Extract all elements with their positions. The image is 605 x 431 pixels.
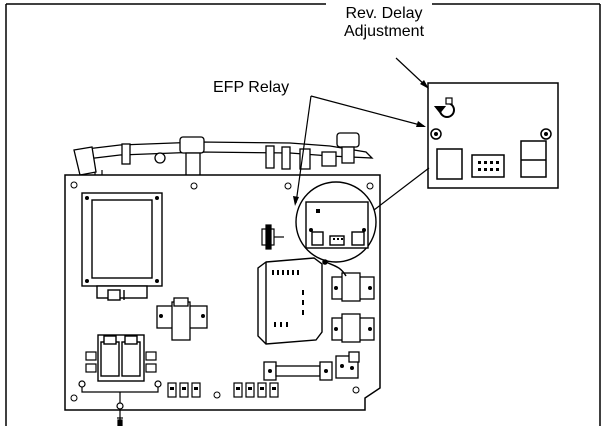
wire-lead <box>322 259 347 277</box>
mounting-screw-centers <box>434 132 548 136</box>
transformer-screws <box>85 196 159 283</box>
bottom-left-fuses <box>78 380 162 419</box>
capacitor-screws <box>159 314 205 318</box>
rev-delay-adjustment-label: Rev. Delay Adjustment <box>319 5 449 41</box>
transformer <box>81 192 163 301</box>
center-connector <box>261 224 284 250</box>
terminal-screws <box>334 286 372 331</box>
rev-delay-line2: Adjustment <box>343 23 425 40</box>
fuse-holder-screws <box>268 364 354 373</box>
rotation-arrow-icon <box>433 97 455 118</box>
efp-relay-label: EFP Relay <box>213 79 290 96</box>
ground-probe <box>117 418 123 427</box>
contactor-module <box>257 257 323 345</box>
efp-relay-details <box>309 209 366 240</box>
terminal-blocks-right <box>331 272 375 343</box>
plate-mounting-holes <box>70 181 374 402</box>
callout-leaders <box>295 57 430 211</box>
outer-border <box>5 3 601 426</box>
rev-delay-board-pins <box>478 161 499 171</box>
terminal-strip-details <box>170 387 276 390</box>
rev-delay-line1: Rev. Delay <box>345 5 423 22</box>
efp-relay-magnifier <box>295 181 377 263</box>
top-rail <box>73 132 374 179</box>
dual-contactor <box>97 334 145 382</box>
capacitor-module <box>156 297 208 341</box>
dual-contactor-terminals <box>85 351 157 373</box>
contactor-markings <box>272 270 304 327</box>
callout-arrowheads <box>293 80 429 206</box>
fuse-holder <box>263 351 360 381</box>
